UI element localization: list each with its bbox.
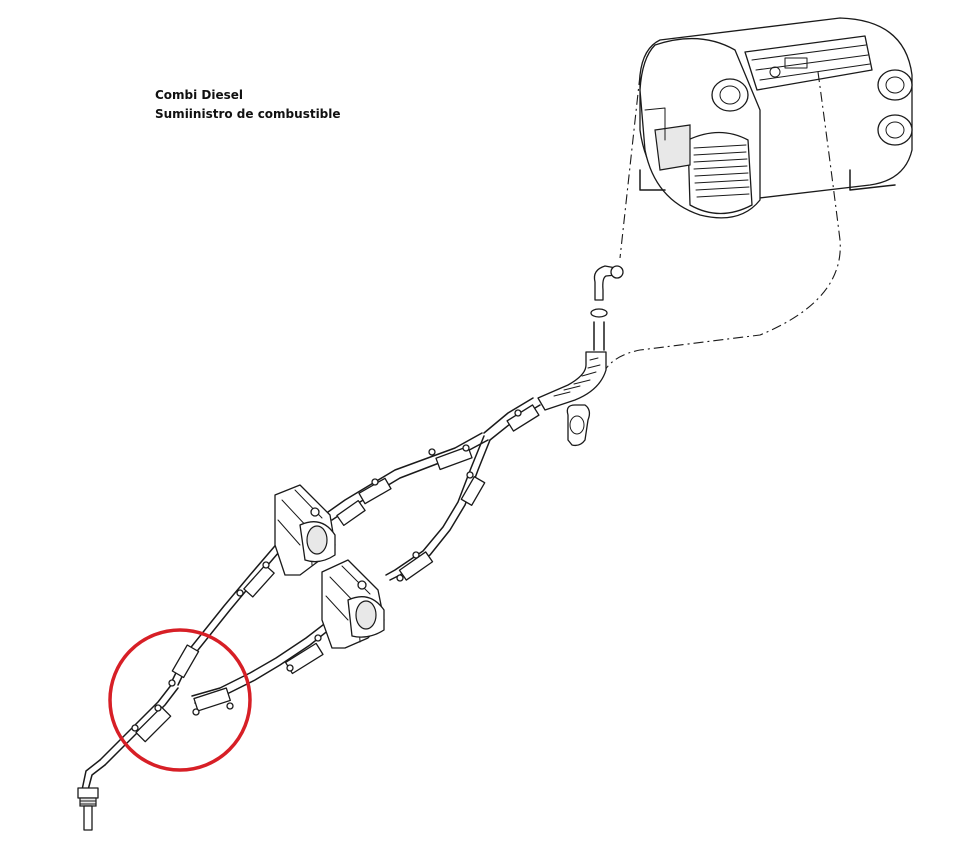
highlight-circle [108, 628, 252, 772]
line-clamps [131, 404, 540, 743]
outlet-fitting [77, 759, 106, 831]
title-line-subject: Sumiinistro de combustible [155, 107, 341, 121]
diagram-title: Combi Diesel Sumiinistro de combustible [155, 86, 341, 124]
fuel-line-network [99, 397, 541, 766]
pipe-clip [566, 404, 591, 447]
leader-line-upper [619, 74, 641, 259]
title-line-product: Combi Diesel [155, 88, 244, 102]
leader-line-lower [604, 71, 841, 371]
fuel-pump-right [321, 559, 385, 649]
fuel-pump-left [274, 484, 336, 576]
elbow-fitting [590, 265, 624, 318]
heater-unit [639, 17, 913, 219]
